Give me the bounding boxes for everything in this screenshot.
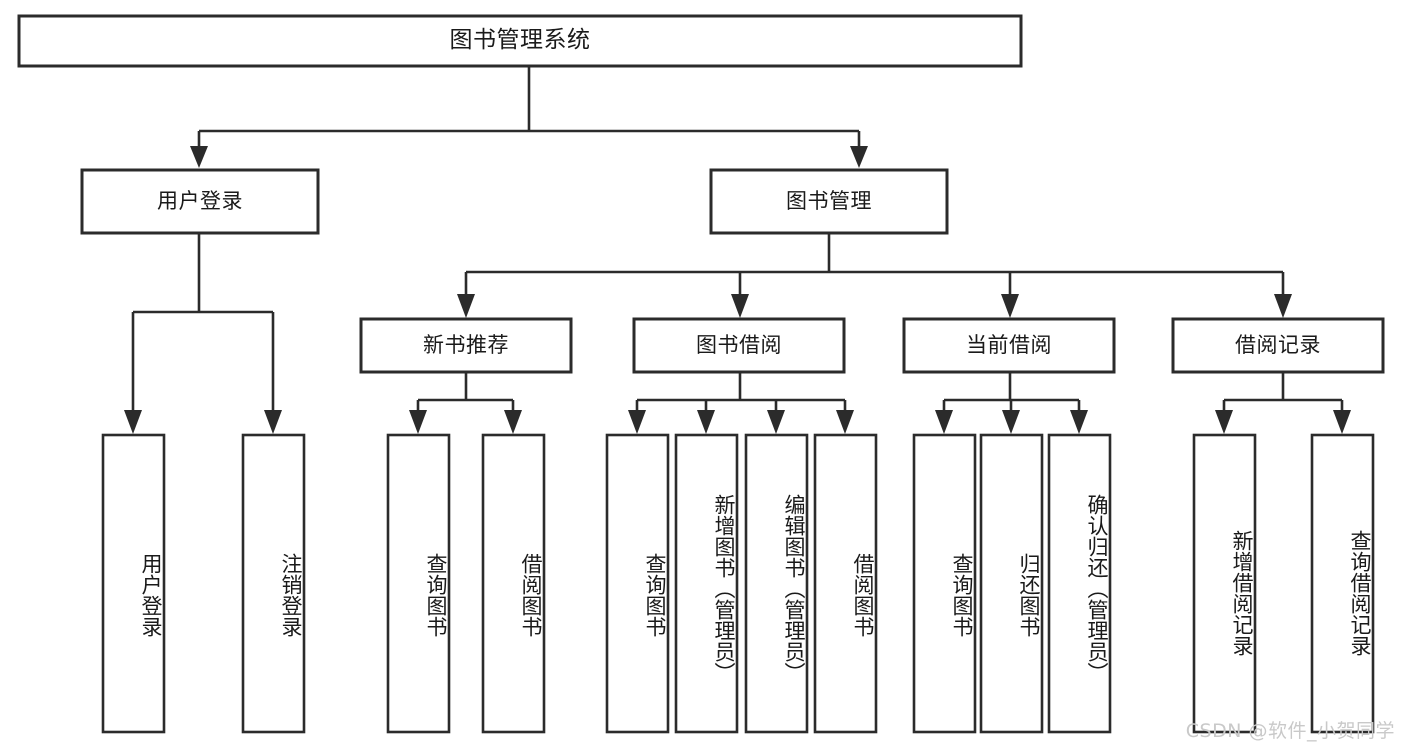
arrow-head-bookborrow-leaf-1 — [628, 410, 646, 434]
node-box-leaf-borrow-edit[interactable] — [744, 433, 809, 734]
node-box-leaf-newbook-borrow[interactable] — [481, 433, 546, 734]
node-box-leaf-borrow-query[interactable] — [605, 433, 670, 734]
node-box-leaf-current-return[interactable] — [979, 433, 1044, 734]
node-box-leaf-current-confirm[interactable] — [1047, 433, 1112, 734]
arrow-head-new-book — [457, 294, 475, 318]
arrow-head-currentborrow-leaf-3 — [1070, 410, 1088, 434]
node-box-leaf-borrow-lend[interactable] — [813, 433, 878, 734]
arrow-head-currentborrow-leaf-2 — [1002, 410, 1020, 434]
node-box-user-login[interactable] — [80, 168, 320, 235]
arrow-head-bookborrow-leaf-4 — [836, 410, 854, 434]
node-box-leaf-record-query[interactable] — [1310, 433, 1375, 734]
arrow-head-leaf-user-login — [124, 410, 142, 434]
node-box-new-book-recommend[interactable] — [359, 317, 573, 374]
arrow-head-user-login — [190, 146, 208, 168]
node-box-book-borrow[interactable] — [632, 317, 846, 374]
arrow-head-book-borrow — [731, 294, 749, 318]
arrow-head-borrowrecord-leaf-1 — [1215, 410, 1233, 434]
arrow-head-borrowrecord-leaf-2 — [1333, 410, 1351, 434]
node-box-leaf-newbook-query[interactable] — [386, 433, 451, 734]
arrow-head-newbook-leaf-2 — [504, 410, 522, 434]
arrow-head-current-borrow — [1001, 294, 1019, 318]
arrow-head-book-manage — [850, 146, 868, 168]
node-box-leaf-borrow-add[interactable] — [674, 433, 739, 734]
arrow-head-leaf-logout — [264, 410, 282, 434]
arrow-head-newbook-leaf-1 — [409, 410, 427, 434]
arrow-head-bookborrow-leaf-2 — [697, 410, 715, 434]
arrow-head-borrow-record — [1274, 294, 1292, 318]
node-box-leaf-logout[interactable] — [241, 433, 306, 734]
node-box-book-manage[interactable] — [709, 168, 949, 235]
node-box-root[interactable] — [17, 14, 1023, 68]
node-box-leaf-current-query[interactable] — [912, 433, 977, 734]
node-box-current-borrow[interactable] — [902, 317, 1116, 374]
arrow-head-currentborrow-leaf-1 — [935, 410, 953, 434]
arrow-head-bookborrow-leaf-3 — [767, 410, 785, 434]
node-box-leaf-user-login[interactable] — [101, 433, 166, 734]
node-box-borrow-record[interactable] — [1171, 317, 1385, 374]
node-box-leaf-record-add[interactable] — [1192, 433, 1257, 734]
